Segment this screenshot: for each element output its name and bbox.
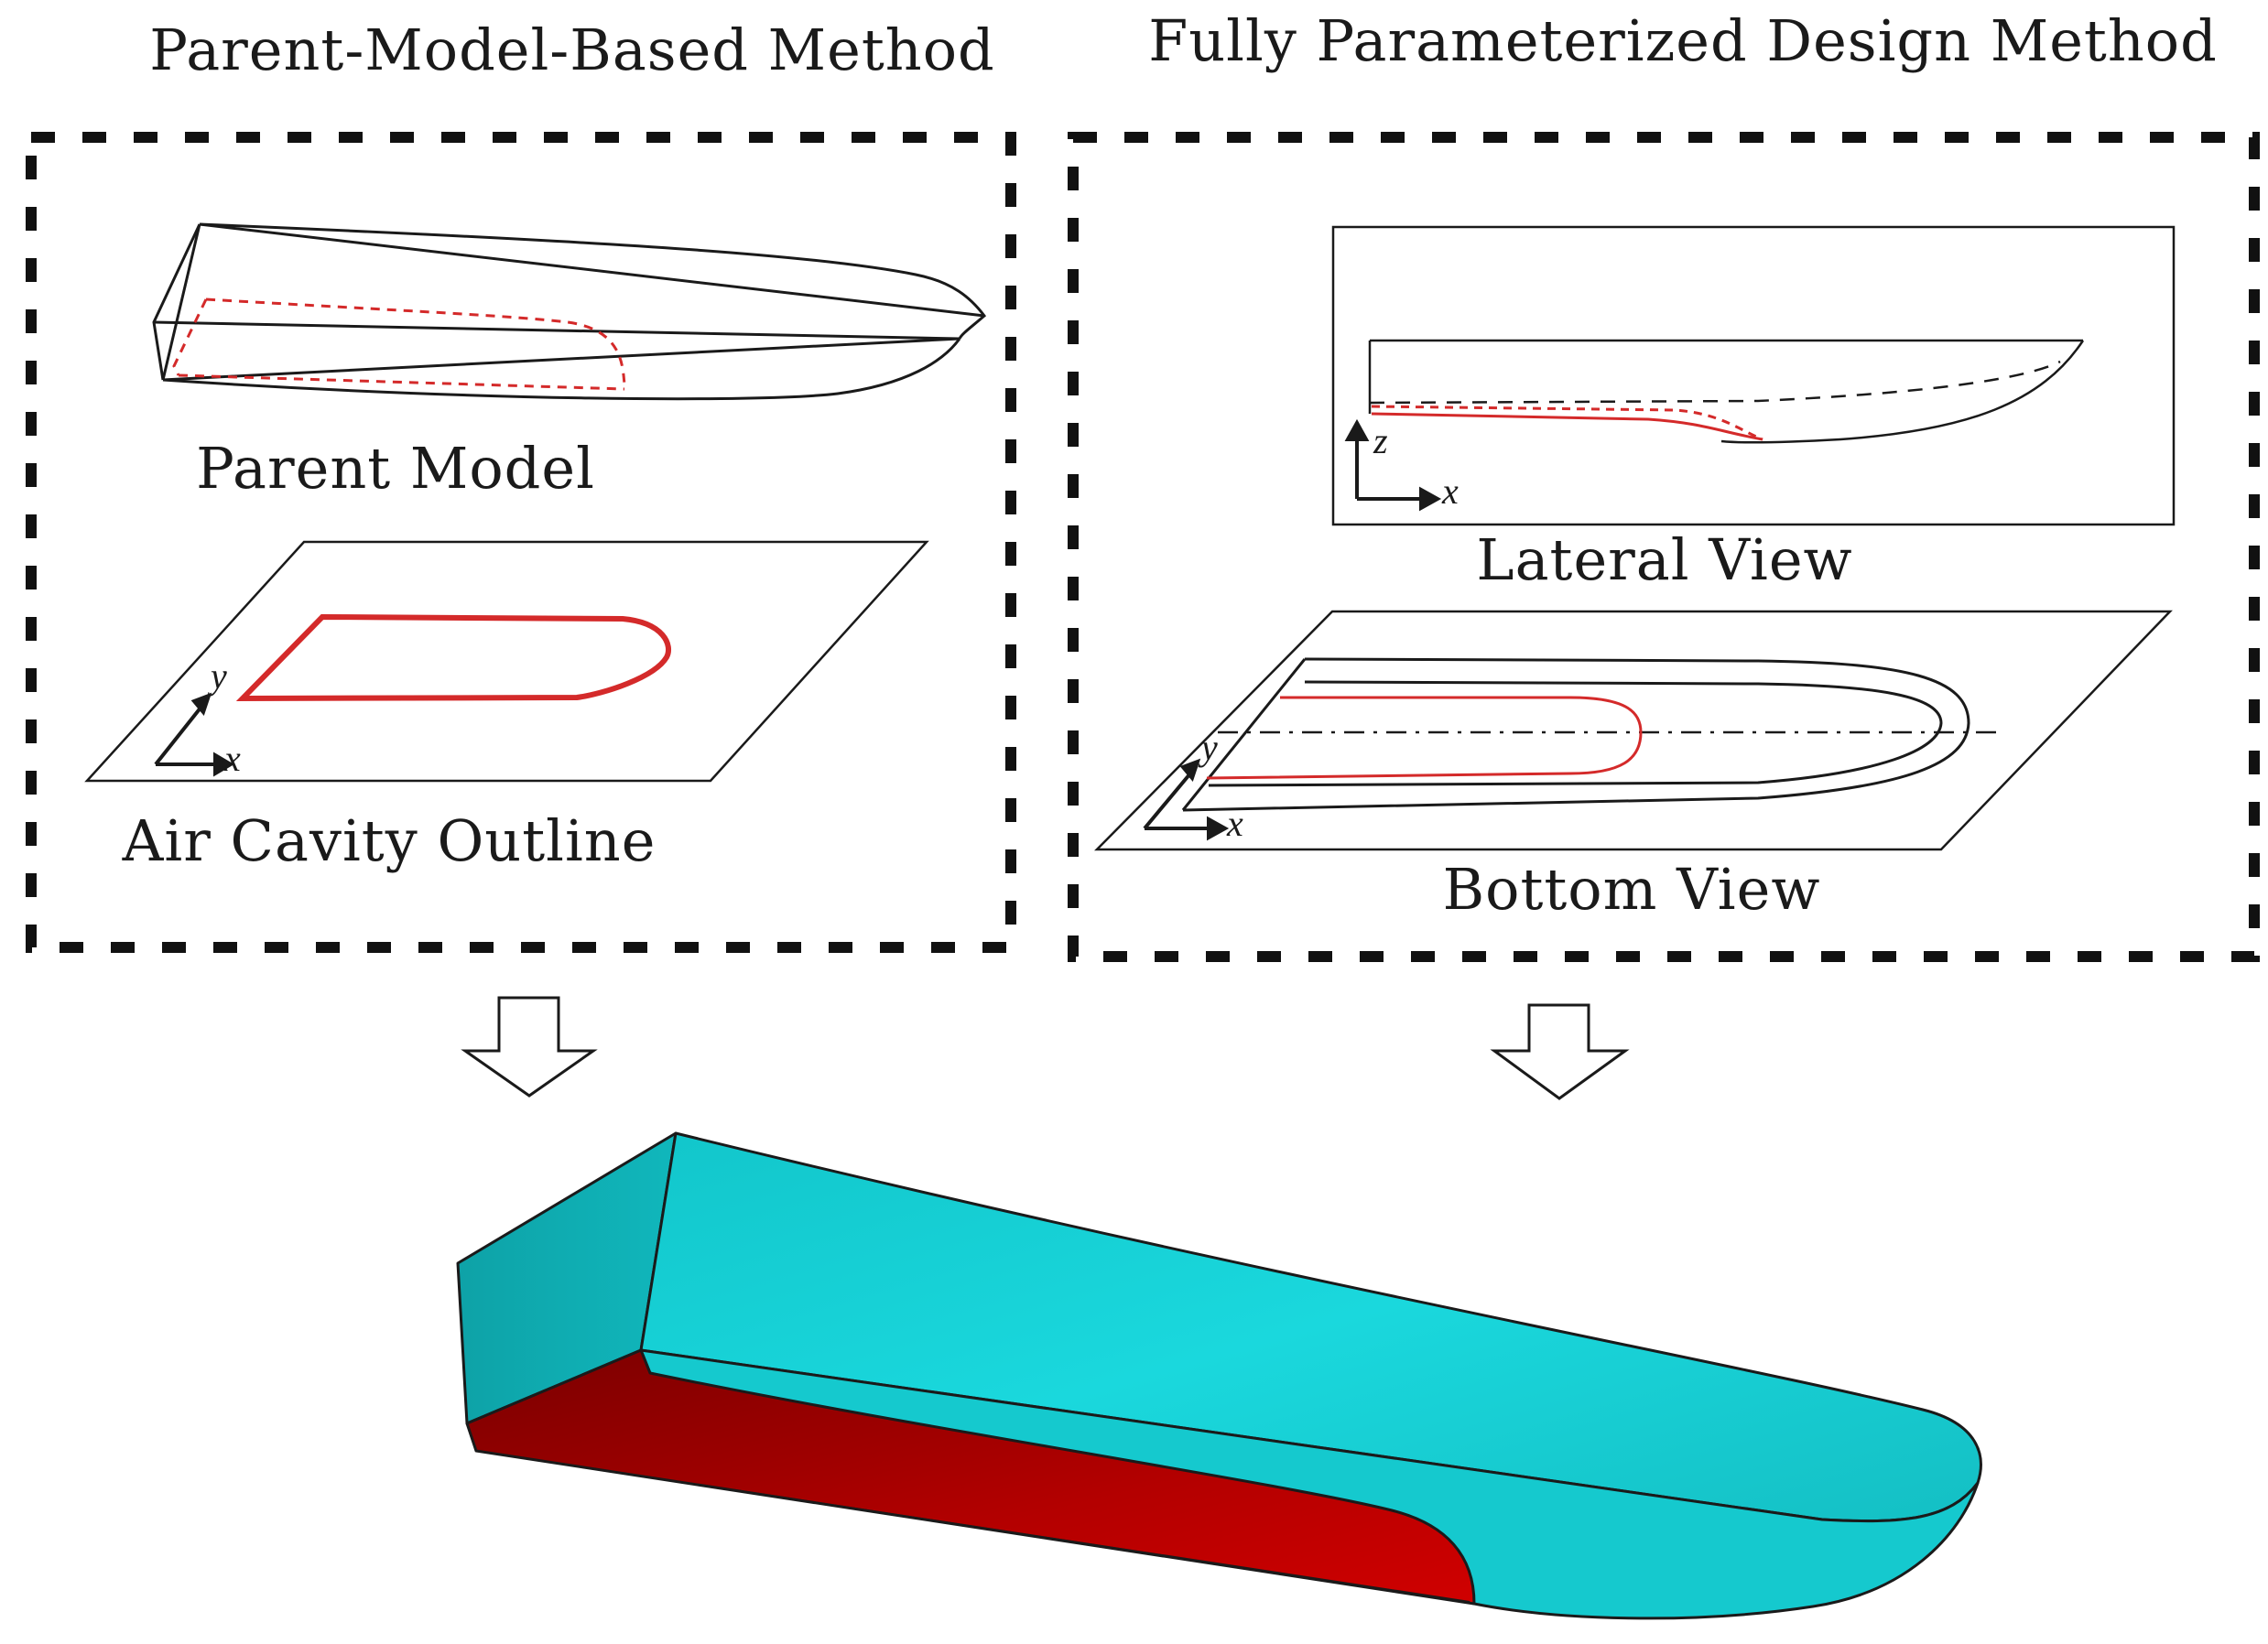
bottom-view-cavity-outline (1206, 696, 1643, 780)
bottom-view-hull (1181, 657, 1970, 812)
air-cavity-hull-3d-model (456, 1131, 1982, 1620)
hull-air-cavity (465, 1348, 1476, 1606)
down-arrow-left (461, 996, 598, 1098)
parent-model-hull (152, 222, 987, 401)
left-dashed-frame (26, 132, 1016, 953)
axis-label-z-lateral: z (1373, 420, 1388, 461)
hull-lower-side (639, 1348, 1980, 1620)
axis-label-x-lateral: x (1441, 470, 1459, 512)
axis-label-x-left: x (223, 738, 241, 779)
down-arrow-right (1490, 1003, 1630, 1100)
air-cavity-plane (84, 540, 929, 783)
xy-axis-indicator-bottom (1143, 758, 1230, 841)
heading-parent-model-method: Parent-Model-Based Method (149, 16, 994, 83)
label-bottom-view: Bottom View (1443, 856, 1821, 923)
lateral-view-box (1331, 225, 2176, 526)
air-cavity-outline-shape (235, 613, 672, 702)
axis-label-y-left: y (207, 655, 227, 697)
lateral-view-cavity (1371, 405, 1763, 441)
xz-axis-indicator (1344, 418, 1442, 512)
label-air-cavity-outline: Air Cavity Outline (122, 807, 657, 874)
xy-axis-indicator-left (154, 692, 234, 777)
parent-model-cavity (172, 297, 626, 391)
label-lateral-view: Lateral View (1476, 526, 1852, 593)
label-parent-model: Parent Model (196, 435, 595, 502)
axis-label-y-bottom: y (1198, 727, 1218, 768)
axis-label-x-bottom: x (1226, 803, 1243, 844)
heading-fully-parameterized-method: Fully Parameterized Design Method (1148, 7, 2218, 74)
right-dashed-frame (1068, 132, 2260, 962)
lateral-view-hull (1368, 339, 2085, 444)
bottom-view-plane (1094, 610, 2173, 851)
